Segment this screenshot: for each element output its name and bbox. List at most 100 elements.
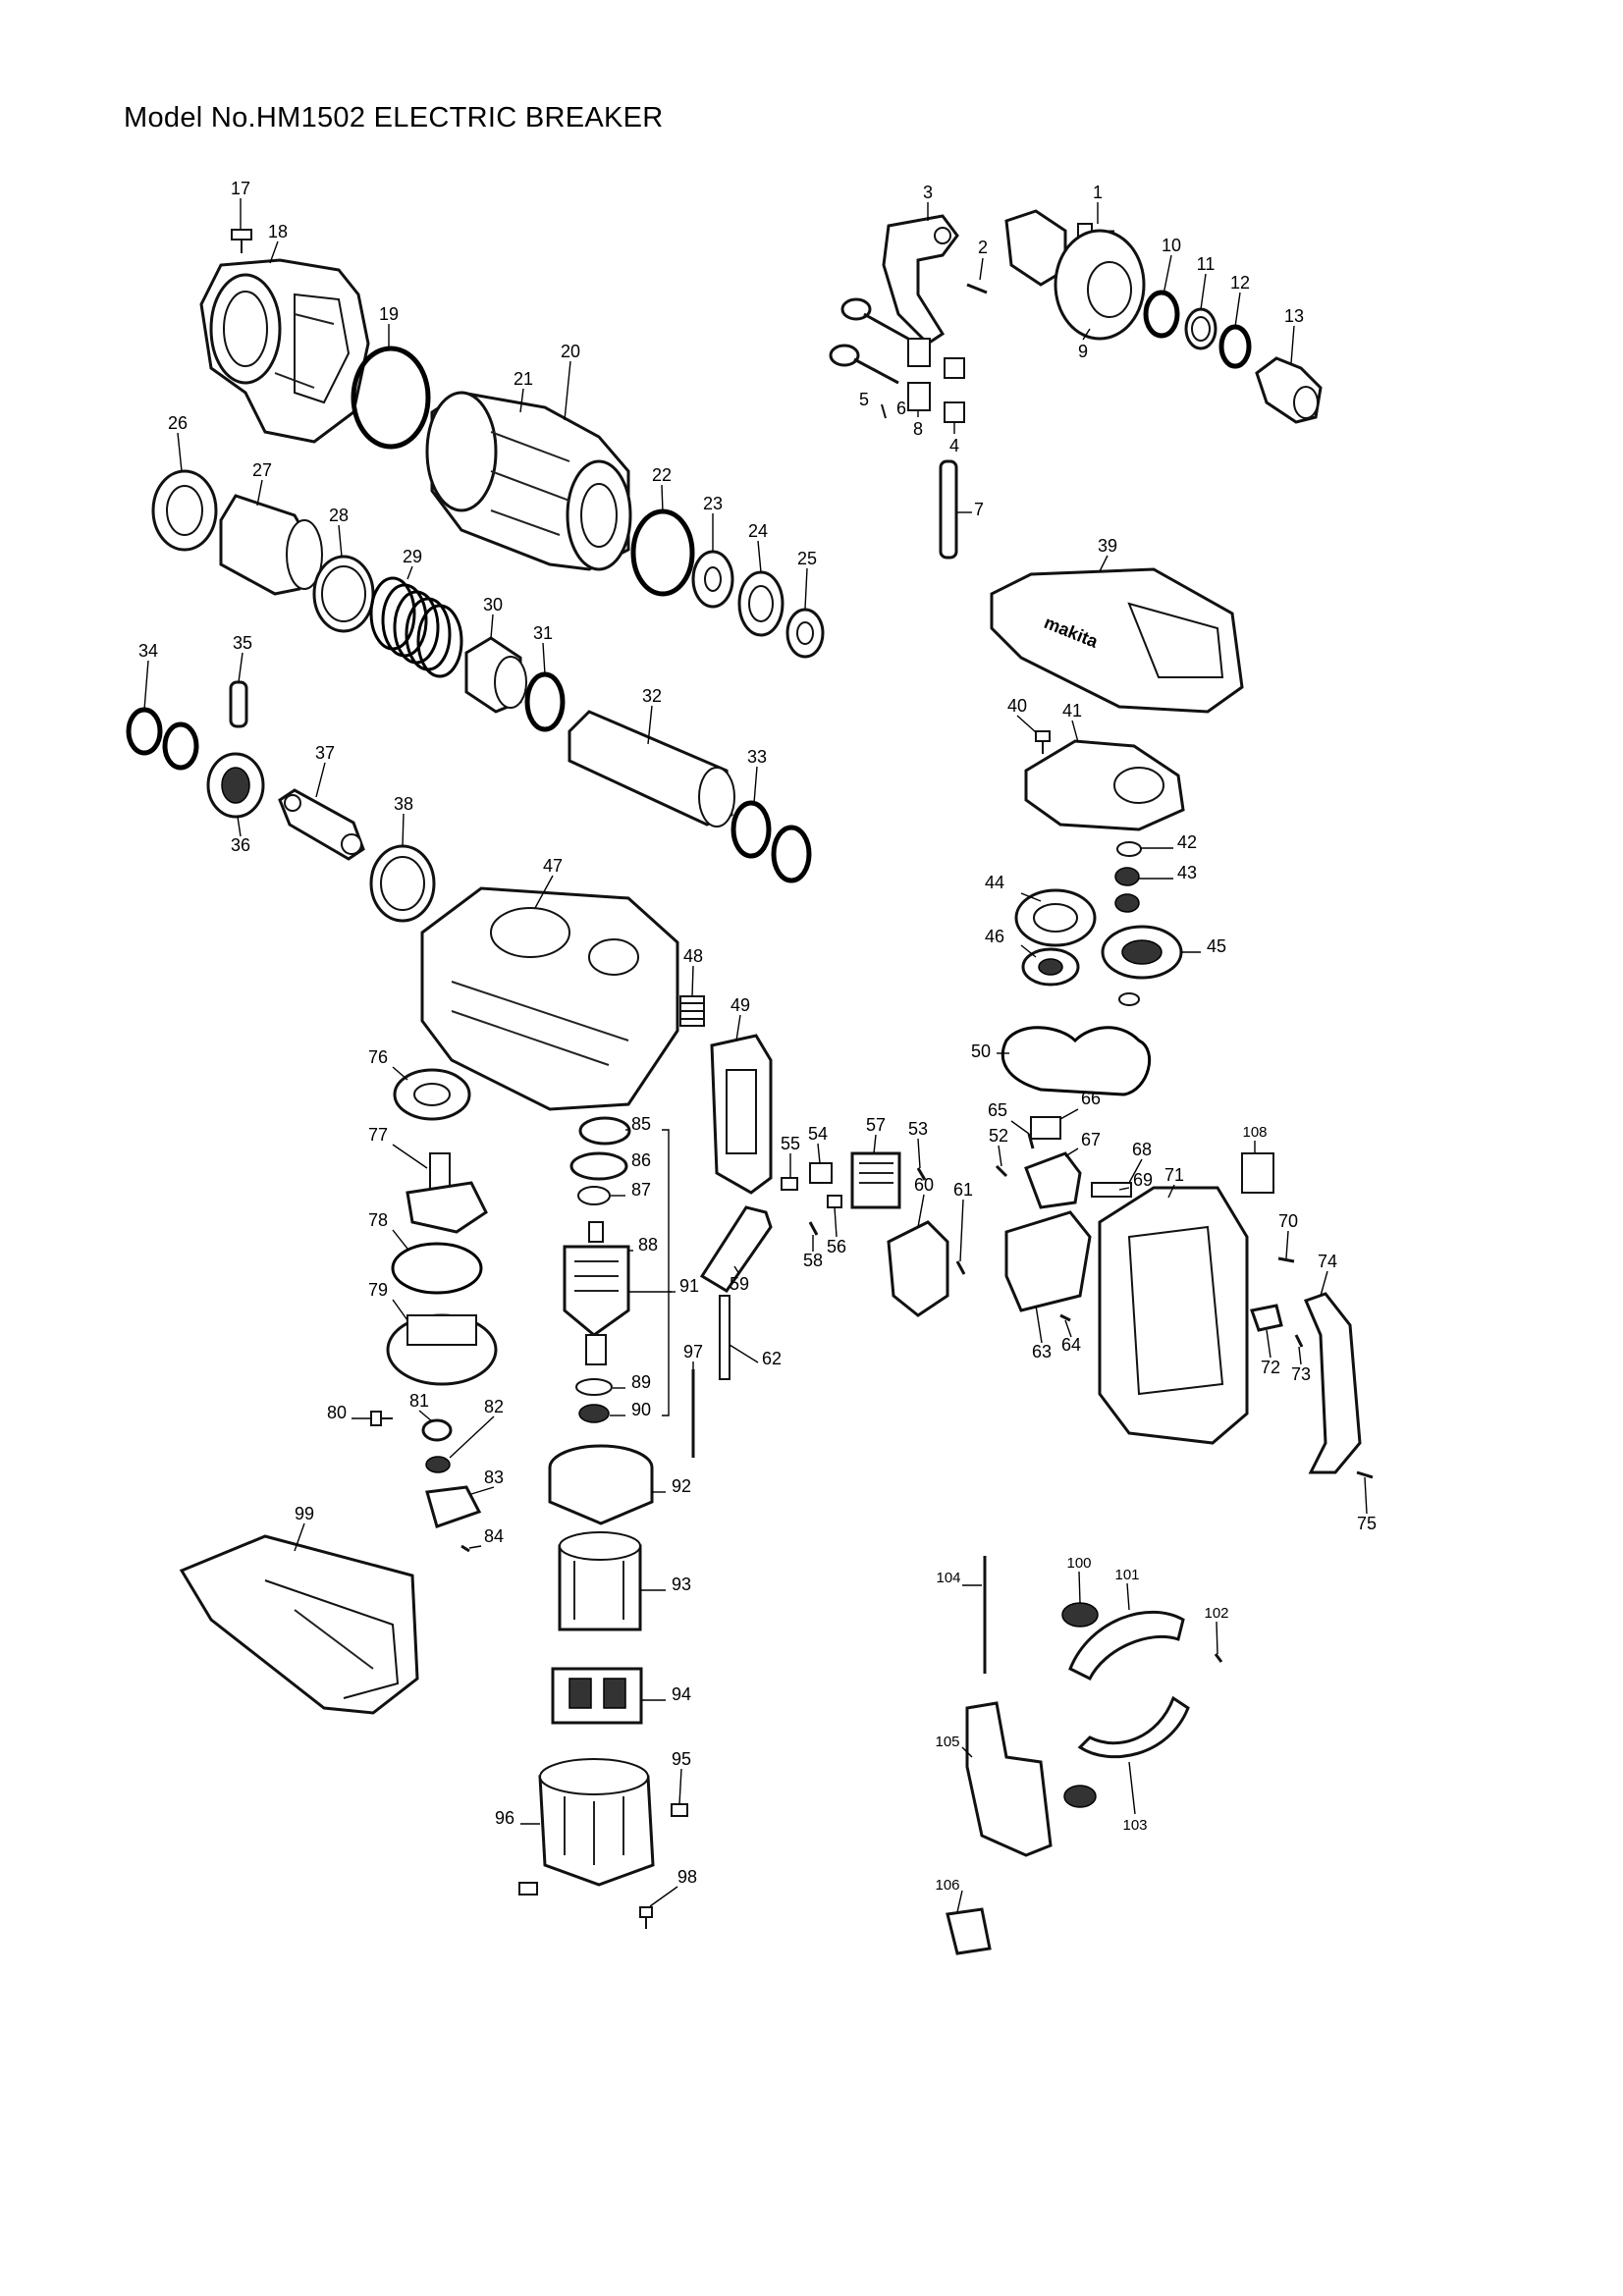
callout-54: 54 — [808, 1124, 828, 1144]
part-27-sleeve — [219, 494, 323, 596]
callout-99: 99 — [295, 1504, 314, 1523]
callout-5: 5 — [859, 390, 869, 409]
callout-73: 73 — [1291, 1364, 1311, 1384]
callout-88: 88 — [638, 1235, 658, 1255]
callout-60: 60 — [914, 1175, 934, 1195]
callout-64: 64 — [1061, 1335, 1081, 1355]
callout-18: 18 — [268, 222, 288, 241]
part-94-brush-holder — [551, 1667, 643, 1725]
callout-4: 4 — [949, 436, 959, 455]
part-63-switch-cover — [1004, 1210, 1092, 1312]
callout-29: 29 — [403, 547, 422, 566]
part-61-screw — [955, 1260, 966, 1275]
part-64-screw — [1059, 1313, 1071, 1322]
callout-38: 38 — [394, 794, 413, 814]
callout-17: 17 — [231, 179, 250, 198]
callout-108: 108 — [1242, 1124, 1267, 1141]
part-52-screw — [995, 1164, 1008, 1178]
callout-46: 46 — [985, 927, 1004, 946]
part-79-fan-baffle — [386, 1313, 498, 1386]
callout-50: 50 — [971, 1041, 991, 1061]
callout-37: 37 — [315, 743, 335, 763]
callout-44: 44 — [985, 873, 1004, 892]
part-48-spring — [679, 995, 705, 1027]
part-60-switch-box — [887, 1220, 949, 1317]
part-47-crank-housing — [420, 886, 679, 1111]
callout-49: 49 — [730, 995, 750, 1015]
part-86-washer — [569, 1151, 628, 1181]
part-25-flat-washer — [785, 608, 825, 659]
callout-35: 35 — [233, 633, 252, 653]
part-84-screw — [460, 1544, 470, 1553]
part-56-block — [827, 1195, 842, 1208]
callout-100: 100 — [1066, 1555, 1091, 1572]
part-55-clip — [781, 1177, 798, 1191]
part-99-lower-cover — [179, 1534, 419, 1715]
callout-47: 47 — [543, 856, 563, 876]
part-92-fan-housing — [548, 1444, 654, 1525]
part-19-o-ring — [351, 346, 431, 450]
part-26-ring — [151, 469, 218, 552]
part-96-motor-housing — [538, 1758, 655, 1887]
callout-36: 36 — [231, 835, 250, 855]
part-40-bolt — [1035, 730, 1051, 754]
callout-45: 45 — [1207, 936, 1226, 956]
part-82-nut — [425, 1456, 451, 1473]
part-12-o-ring — [1218, 324, 1252, 369]
part-85-bearing — [578, 1116, 631, 1146]
callout-65: 65 — [988, 1100, 1007, 1120]
callout-24: 24 — [748, 521, 768, 541]
part-98-screw — [639, 1906, 653, 1929]
part-91-armature — [563, 1221, 630, 1365]
callout-25: 25 — [797, 549, 817, 568]
callout-31: 31 — [533, 623, 553, 643]
part-93-field — [558, 1531, 642, 1631]
callout-95: 95 — [672, 1749, 691, 1769]
callout-90: 90 — [631, 1400, 651, 1419]
callout-103: 103 — [1122, 1817, 1147, 1834]
callout-1: 1 — [1093, 183, 1103, 202]
part-108-label — [1241, 1152, 1274, 1194]
callout-101: 101 — [1114, 1567, 1139, 1583]
callout-32: 32 — [642, 686, 662, 706]
callout-30: 30 — [483, 595, 503, 614]
callout-27: 27 — [252, 460, 272, 480]
callout-21: 21 — [514, 369, 533, 389]
part-43-bearings — [1114, 867, 1140, 913]
callout-105: 105 — [935, 1734, 959, 1750]
callout-41: 41 — [1062, 701, 1082, 721]
part-4-cap — [944, 357, 965, 423]
part-3-lever — [882, 214, 959, 346]
callout-68: 68 — [1132, 1140, 1152, 1159]
callout-52: 52 — [989, 1126, 1008, 1146]
part-96-tab — [518, 1882, 538, 1896]
part-59-grip — [699, 1205, 773, 1294]
callout-79: 79 — [368, 1280, 388, 1300]
part-70-screw — [1277, 1256, 1295, 1263]
callout-77: 77 — [368, 1125, 388, 1145]
callout-85: 85 — [631, 1114, 651, 1134]
part-50-gasket — [1001, 1026, 1152, 1096]
callout-93: 93 — [672, 1575, 691, 1594]
callout-92: 92 — [672, 1476, 691, 1496]
part-30-piston — [464, 636, 527, 714]
part-73-screw — [1294, 1334, 1304, 1348]
part-57-controller — [850, 1151, 901, 1209]
callout-71: 71 — [1164, 1165, 1184, 1185]
callout-61: 61 — [953, 1180, 973, 1200]
part-102-pin — [1214, 1653, 1223, 1663]
callout-42: 42 — [1177, 832, 1197, 852]
part-28-ring — [312, 555, 375, 633]
callout-62: 62 — [762, 1349, 782, 1368]
callout-87: 87 — [631, 1180, 651, 1200]
part-41-gear-cover — [1024, 739, 1185, 831]
part-29-spring — [369, 576, 463, 678]
part-37-connecting-rod — [278, 788, 365, 861]
callout-81: 81 — [409, 1391, 429, 1411]
callout-39: 39 — [1098, 536, 1117, 556]
part-81-cap — [421, 1418, 453, 1442]
part-44-gear — [1014, 888, 1097, 947]
